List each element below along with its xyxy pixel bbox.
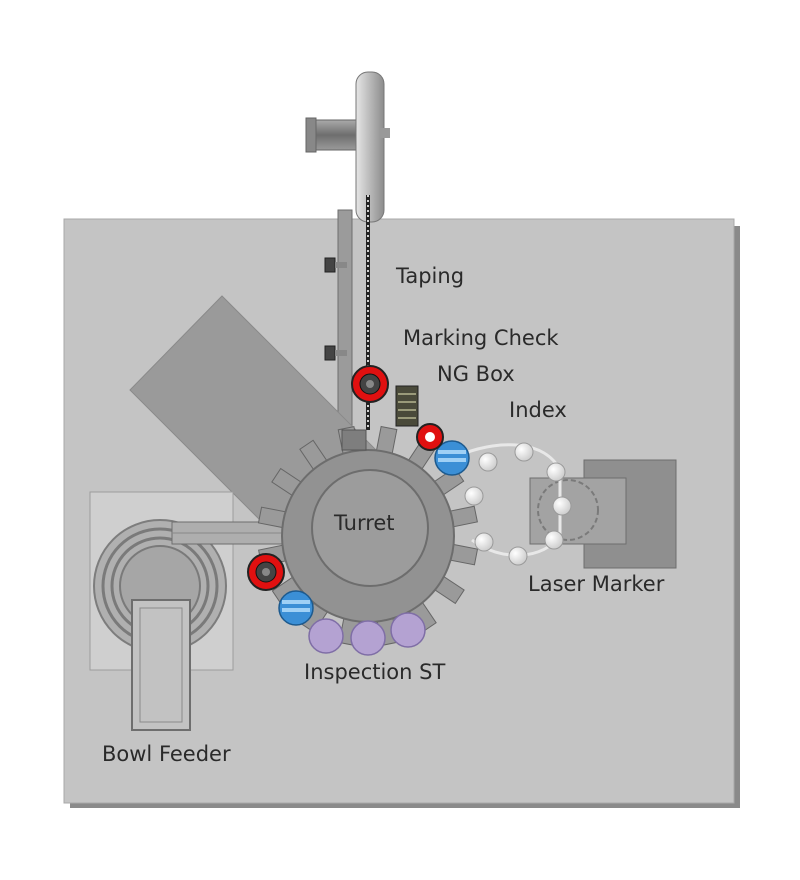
ng-box <box>395 385 419 427</box>
tape-reel <box>305 71 390 223</box>
index-ball <box>514 442 534 462</box>
ng-box-label: NG Box <box>437 362 515 386</box>
bowl-feeder-label: Bowl Feeder <box>102 742 231 766</box>
index-balls <box>464 442 572 566</box>
taping-label: Taping <box>396 264 465 288</box>
inspection-head <box>350 620 386 656</box>
marking-check-label: Marking Check <box>403 326 559 350</box>
laser-marker <box>529 459 677 569</box>
index-ball <box>464 486 484 506</box>
turret-label: Turret <box>334 511 395 535</box>
index-ball <box>478 452 498 472</box>
blue-station-left <box>278 590 314 626</box>
laser-marker-label: Laser Marker <box>528 572 665 596</box>
index-ball <box>546 462 566 482</box>
index-ball <box>544 530 564 550</box>
inspection-station <box>308 612 426 656</box>
inspection-head <box>308 618 344 654</box>
inspection-head <box>390 612 426 648</box>
index-sensor <box>416 423 444 451</box>
index-ball <box>474 532 494 552</box>
feeder-sensor <box>247 553 285 591</box>
index-label: Index <box>509 398 567 422</box>
bowl-feeder <box>89 491 283 731</box>
turret <box>257 425 479 647</box>
blue-station-right <box>434 440 470 476</box>
inspection-st-label: Inspection ST <box>304 660 446 684</box>
index-ball <box>508 546 528 566</box>
marking-check-sensor <box>351 365 389 403</box>
index-ball <box>552 496 572 516</box>
